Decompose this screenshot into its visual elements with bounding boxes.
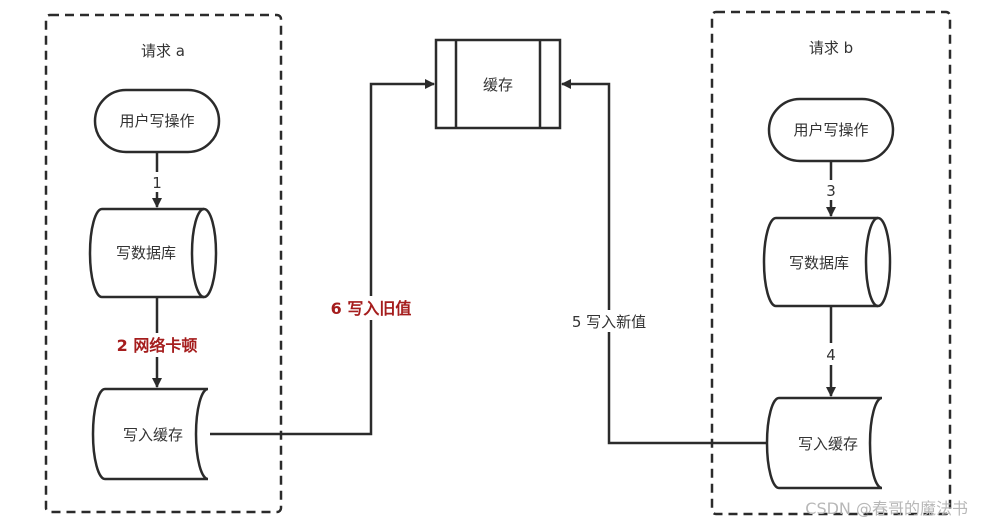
request-a-cache-write-node: 写入缓存 — [91, 387, 209, 481]
request-a-cache-write-label: 写入缓存 — [123, 426, 183, 444]
request-a-user-op-node: 用户写操作 — [93, 88, 221, 154]
request-b-cache-write-label: 写入缓存 — [798, 435, 858, 453]
watermark-text: CSDN @春哥的魔法书 — [805, 499, 968, 518]
request-b-cache-write-node: 写入缓存 — [765, 396, 883, 490]
edge-b-4-label: 4 — [826, 346, 836, 364]
request-b-db-node: 写数据库 — [762, 216, 892, 308]
edge-a-1-label: 1 — [152, 174, 162, 192]
edge-new-value-label: 5 写入新值 — [572, 313, 646, 331]
request-a-db-node: 写数据库 — [88, 207, 218, 299]
request-b-user-op-node: 用户写操作 — [767, 97, 895, 163]
request-a-group — [44, 13, 283, 514]
request-b-title: 请求 b — [809, 39, 853, 57]
request-a-db-label: 写数据库 — [116, 244, 176, 262]
edge-old-value — [210, 79, 435, 436]
edge-a-2-label: 2 网络卡顿 — [117, 336, 198, 355]
edge-new-value — [561, 79, 770, 445]
request-b-group — [710, 10, 952, 516]
cache-label: 缓存 — [483, 76, 513, 94]
edge-b-3-label: 3 — [826, 182, 836, 200]
edge-old-value-label: 6 写入旧值 — [331, 299, 412, 318]
request-b-user-op-label: 用户写操作 — [793, 121, 868, 139]
request-a-title: 请求 a — [141, 42, 185, 60]
request-b-db-label: 写数据库 — [789, 254, 849, 272]
request-a-user-op-label: 用户写操作 — [119, 112, 194, 130]
cache-node: 缓存 — [434, 38, 562, 130]
